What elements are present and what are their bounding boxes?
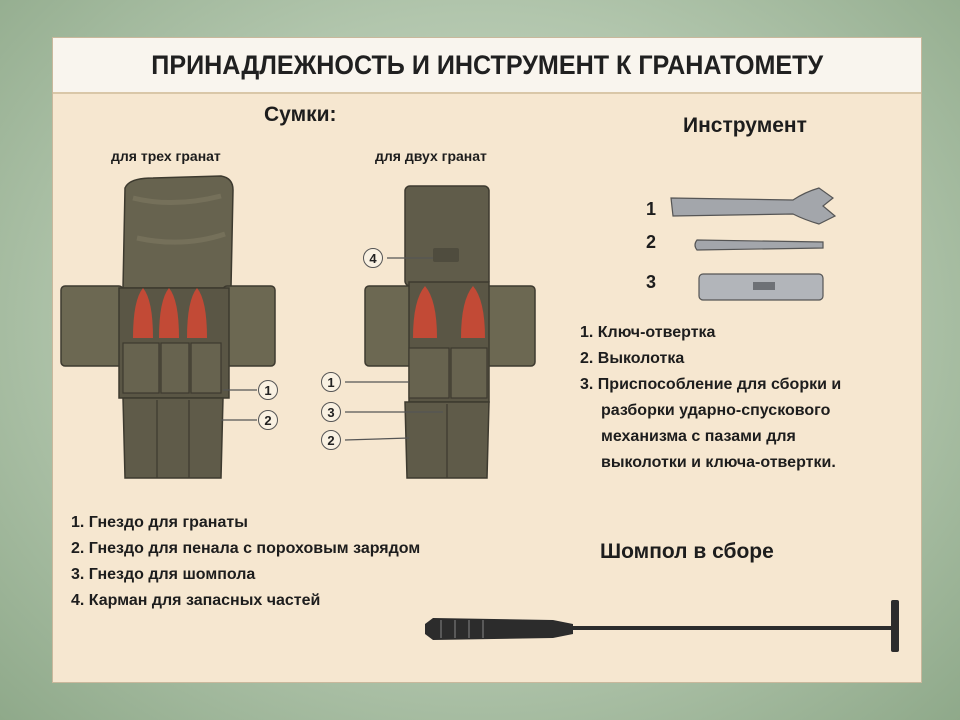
bag-three-callout-1: 1	[258, 380, 278, 400]
cleaning-rod-image	[425, 600, 899, 652]
page-title: ПРИНАДЛЕЖНОСТЬ И ИНСТРУМЕНТ К ГРАНАТОМЕТ…	[151, 49, 823, 80]
tools-heading: Инструмент	[683, 114, 807, 137]
bag-two-callout-3: 3	[321, 402, 341, 422]
bag-three-callout-2: 2	[258, 410, 278, 430]
bags-legend-item-2: 2. Гнездо для пенала с пороховым зарядом	[71, 540, 421, 557]
tool-number-2: 2	[646, 232, 657, 252]
tools-legend-item-3: 3. Приспособление для сборки и	[580, 376, 842, 393]
tools-legend-item-3-line-2: разборки ударно-спускового	[601, 402, 831, 419]
tools-legend-item-2: 2. Выколотка	[580, 350, 685, 367]
title-bar: ПРИНАДЛЕЖНОСТЬ И ИНСТРУМЕНТ К ГРАНАТОМЕТ…	[53, 38, 921, 94]
slide-canvas: ПРИНАДЛЕЖНОСТЬ И ИНСТРУМЕНТ К ГРАНАТОМЕТ…	[53, 38, 921, 682]
bag-two-drawing	[344, 185, 536, 479]
tools-legend-item-3-line-3: механизма с пазами для	[601, 428, 796, 445]
bag-three-drawing	[60, 175, 276, 479]
bags-legend-item-1: 1. Гнездо для гранаты	[71, 514, 248, 531]
tool-number-1: 1	[646, 199, 657, 219]
bags-heading: Сумки:	[264, 103, 337, 126]
bags-legend-item-4: 4. Карман для запасных частей	[71, 592, 321, 609]
rod-heading: Шомпол в сборе	[600, 540, 774, 563]
tool-number-3: 3	[646, 272, 657, 292]
bag-three-image	[60, 175, 276, 479]
bag-two-callout-4: 4	[363, 248, 383, 268]
tools-legend-item-3-line-4: выколотки и ключа-отвертки.	[601, 454, 836, 471]
bag-two-caption: для двух гранат	[375, 148, 487, 164]
wrench-screwdriver-icon	[670, 187, 837, 225]
bag-three-caption: для трех гранат	[111, 148, 221, 164]
tools-image	[670, 187, 837, 301]
punch-icon	[694, 239, 824, 251]
bags-legend-item-3: 3. Гнездо для шомпола	[71, 566, 256, 583]
bag-two-callout-2: 2	[321, 430, 341, 450]
tools-legend-item-1: 1. Ключ-отвертка	[580, 324, 716, 341]
bag-two-image	[344, 185, 536, 479]
bag-two-callout-1: 1	[321, 372, 341, 392]
